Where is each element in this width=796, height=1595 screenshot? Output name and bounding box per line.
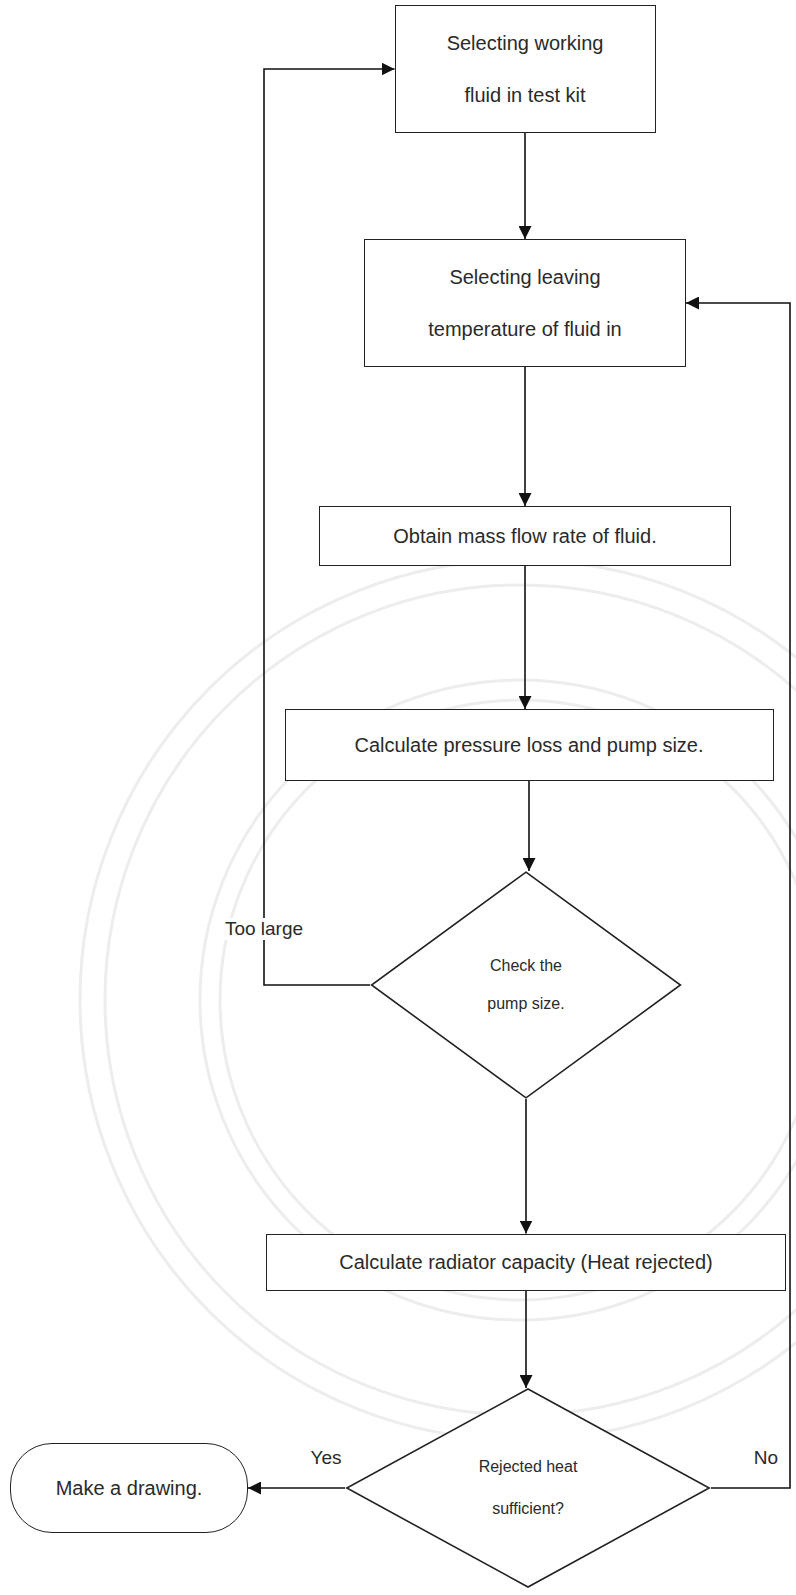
- terminal-box: Make a drawing.: [10, 1443, 248, 1533]
- flow-arrow: [248, 1487, 345, 1489]
- node-text: Calculate radiator capacity (Heat reject…: [339, 1248, 713, 1276]
- node-text: Selecting leaving temperature of fluid i…: [400, 251, 650, 355]
- flow-arrow: [524, 133, 526, 239]
- decision-diamond: Check the pump size.: [370, 871, 682, 1099]
- diamond-outline: [345, 1388, 711, 1588]
- edge-label: Too large: [222, 918, 306, 941]
- flow-arrow: [524, 367, 526, 506]
- edge-label: No: [751, 1447, 781, 1470]
- node-text: Make a drawing.: [56, 1474, 203, 1502]
- seal-ring: [200, 680, 796, 1320]
- process-box: Obtain mass flow rate of fluid.: [319, 506, 731, 566]
- seal-ring: [80, 560, 796, 1440]
- node-text: Calculate pressure loss and pump size.: [354, 731, 703, 759]
- seal-ring: [220, 700, 796, 1300]
- node-text: Selecting working fluid in test kit: [430, 17, 620, 121]
- node-text: Check the pump size.: [476, 947, 576, 1023]
- flow-arrow: [525, 1291, 527, 1389]
- node-text: Rejected heat sufficient?: [463, 1446, 593, 1530]
- process-box: Selecting leaving temperature of fluid i…: [364, 239, 686, 367]
- edge-label: Yes: [308, 1447, 345, 1470]
- process-box: Calculate pressure loss and pump size.: [285, 709, 774, 781]
- diamond-outline: [370, 871, 682, 1099]
- process-box: Calculate radiator capacity (Heat reject…: [266, 1234, 786, 1291]
- flow-arrow: [525, 1099, 527, 1234]
- node-text: Obtain mass flow rate of fluid.: [393, 522, 656, 550]
- flow-arrow: [524, 566, 526, 709]
- process-box: Selecting working fluid in test kit: [395, 5, 656, 133]
- flow-arrow: [686, 303, 790, 1488]
- flow-arrow: [528, 781, 530, 871]
- seal-ring: [105, 585, 796, 1415]
- decision-diamond: Rejected heat sufficient?: [345, 1388, 711, 1588]
